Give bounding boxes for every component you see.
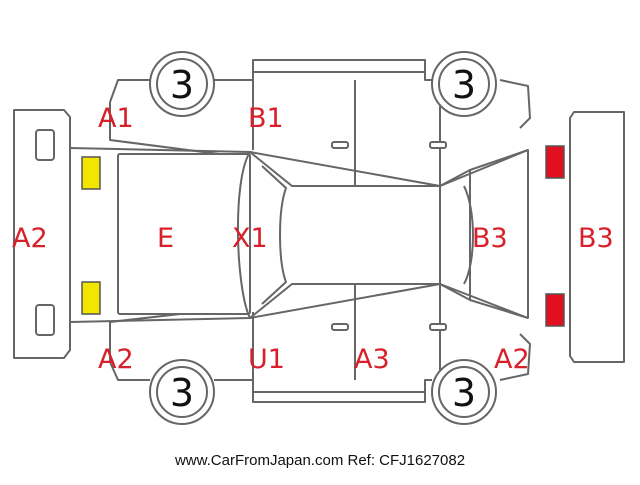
code-rear-gate: B3	[472, 223, 508, 254]
code-rear-bumper: B3	[578, 223, 614, 254]
front-right-light-marker	[81, 281, 101, 315]
left-side-panels	[109, 59, 531, 186]
reference-footer: www.CarFromJapan.com Ref: CFJ1627082	[174, 452, 466, 469]
tire-rear-right-number: 3	[452, 371, 476, 415]
tire-front-right: 3	[149, 359, 215, 425]
tire-rear-right: 3	[431, 359, 497, 425]
tire-front-left-number: 3	[170, 63, 194, 107]
tire-front-right-number: 3	[170, 371, 194, 415]
code-front-bumper: A2	[12, 223, 48, 254]
code-front-left-door: B1	[248, 103, 284, 134]
rear-right-light-marker	[545, 293, 565, 327]
code-front-left-fender: A1	[98, 103, 134, 134]
tire-rear-left: 3	[431, 51, 497, 117]
tire-rear-left-number: 3	[452, 63, 476, 107]
code-front-right-door: U1	[248, 344, 285, 375]
code-front-right-fender: A2	[98, 344, 134, 375]
front-left-light-marker	[81, 156, 101, 190]
code-hood: E	[157, 223, 174, 254]
rear-bumper	[569, 111, 625, 363]
tire-front-left: 3	[149, 51, 215, 117]
car-body-top-view	[69, 147, 529, 323]
code-windshield: X1	[232, 223, 268, 254]
front-bumper	[13, 109, 71, 359]
code-rear-right-quarter: A2	[494, 344, 530, 375]
code-rear-right-door: A3	[354, 344, 390, 375]
rear-left-light-marker	[545, 145, 565, 179]
